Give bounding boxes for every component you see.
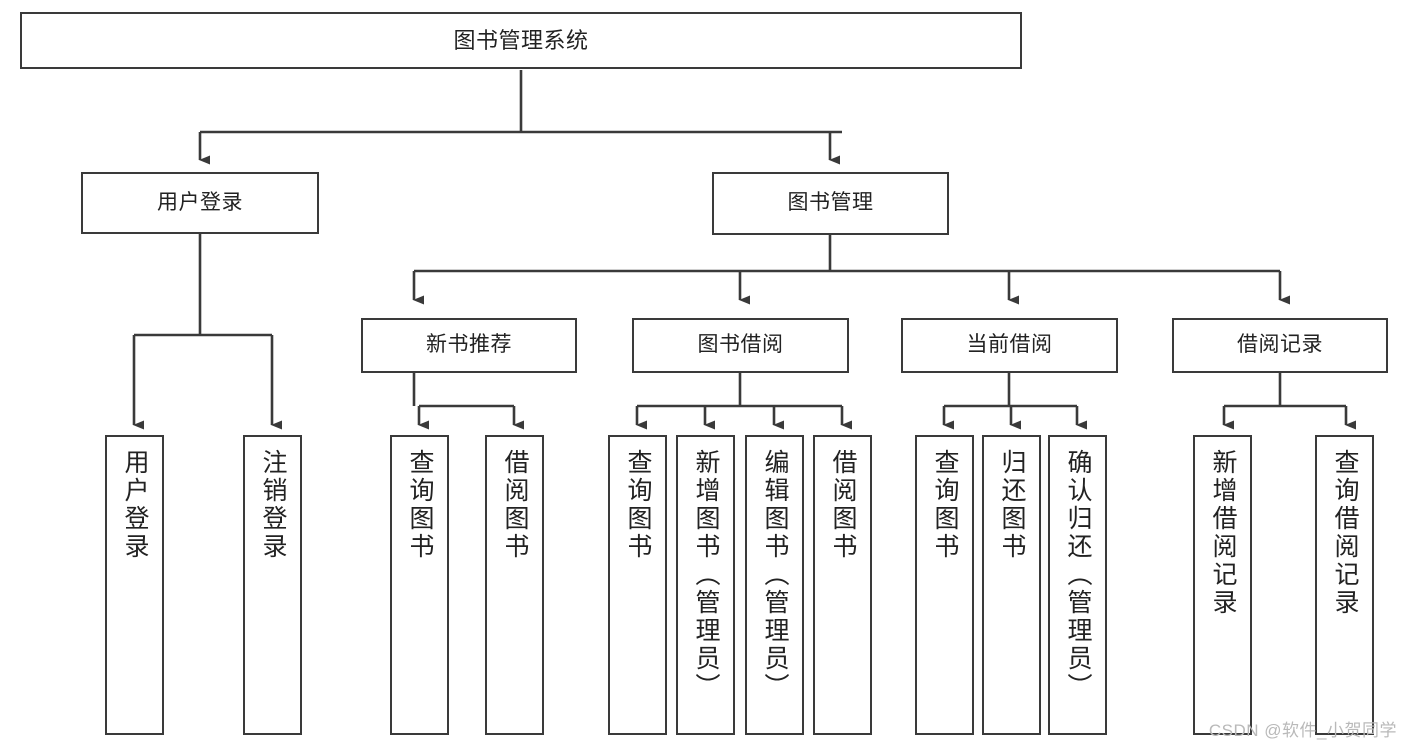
node-current-borrow[interactable]: 当前借阅	[901, 318, 1118, 373]
node-label: 查询图书	[931, 449, 959, 561]
leaf-query-borrow-record[interactable]: 查询借阅记录	[1315, 435, 1374, 735]
node-new-book-recommend[interactable]: 新书推荐	[361, 318, 577, 373]
node-borrow-record[interactable]: 借阅记录	[1172, 318, 1388, 373]
node-root-system[interactable]: 图书管理系统	[20, 12, 1022, 69]
node-label: 确认归还（管理员）	[1064, 449, 1092, 701]
node-book-management[interactable]: 图书管理	[712, 172, 949, 235]
leaf-query-book-current[interactable]: 查询图书	[915, 435, 974, 735]
node-label: 图书借阅	[697, 333, 784, 357]
node-label: 借阅图书	[501, 449, 529, 561]
node-label: 当前借阅	[966, 333, 1053, 357]
leaf-borrow-book[interactable]: 借阅图书	[813, 435, 872, 735]
leaf-edit-book-admin[interactable]: 编辑图书（管理员）	[745, 435, 804, 735]
node-label: 借阅图书	[829, 449, 857, 561]
node-label: 借阅记录	[1237, 333, 1323, 357]
leaf-confirm-return-admin[interactable]: 确认归还（管理员）	[1048, 435, 1107, 735]
node-label: 编辑图书（管理员）	[761, 449, 789, 701]
node-label: 查询图书	[624, 449, 652, 561]
node-label: 新增借阅记录	[1209, 449, 1237, 617]
node-label: 新增图书（管理员）	[692, 449, 720, 701]
node-label: 新书推荐	[426, 333, 512, 357]
node-user-login[interactable]: 用户登录	[81, 172, 319, 234]
leaf-return-book[interactable]: 归还图书	[982, 435, 1041, 735]
node-label: 用户登录	[121, 449, 149, 561]
leaf-query-book-recommend[interactable]: 查询图书	[390, 435, 449, 735]
node-label: 查询借阅记录	[1331, 449, 1359, 617]
node-book-borrow[interactable]: 图书借阅	[632, 318, 849, 373]
leaf-logout[interactable]: 注销登录	[243, 435, 302, 735]
node-label: 图书管理系统	[453, 27, 589, 53]
node-label: 归还图书	[998, 449, 1026, 561]
node-label: 用户登录	[157, 190, 243, 214]
leaf-add-book-admin[interactable]: 新增图书（管理员）	[676, 435, 735, 735]
leaf-borrow-book-recommend[interactable]: 借阅图书	[485, 435, 544, 735]
leaf-add-borrow-record[interactable]: 新增借阅记录	[1193, 435, 1252, 735]
node-label: 图书管理	[787, 191, 874, 215]
leaf-query-book-borrow[interactable]: 查询图书	[608, 435, 667, 735]
csdn-watermark: CSDN @软件_小贺同学	[1208, 721, 1397, 740]
leaf-user-login[interactable]: 用户登录	[105, 435, 164, 735]
node-label: 注销登录	[259, 449, 287, 561]
node-label: 查询图书	[406, 449, 434, 561]
